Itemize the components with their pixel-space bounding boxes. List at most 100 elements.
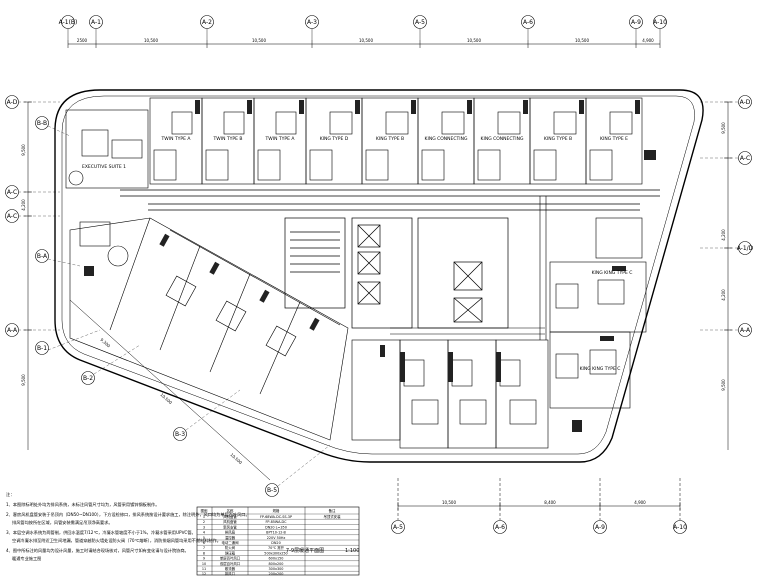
general-notes: 注： 1、本图除标明处外均为排风系统，未标注风管尺寸均为，风管采用镀锌钢板制作。… [6,491,250,562]
axis-label: A-A [7,327,18,334]
bottom-dim-label: 10,500 [442,500,456,505]
axis-label: A-C [7,189,17,196]
legend-cell: 300x300 [269,567,284,571]
room-label: KING TYPE E [600,136,628,142]
legend-cell: 1 [203,515,205,519]
note-line: 空调冷凝水排至附近卫生间地漏，管道穿越防火墙处设防火阀（70℃熔断），消防排烟风… [12,537,221,544]
axis-bubble: A-6 [493,520,507,534]
right-dim-label: 4,200 [721,289,726,301]
legend-cell: 防火阀 [225,545,236,550]
axis-label: A-10 [673,524,687,531]
legend-header: 图例 [201,508,208,513]
legend-cell: 11 [202,567,206,571]
fan-coil-units-diag [84,233,320,331]
axis-bubble: A-2 [200,15,214,40]
note-line: 暖通专业施工图 [12,555,41,562]
top-dim-label: 10,500 [359,38,373,43]
axis-bubble: A-9 [629,15,643,40]
axis-bubble: A-1/D [700,241,754,255]
top-dim-labels: 2500 10,500 10,500 10,500 10,500 10,500 … [77,38,654,43]
legend-header: 备注 [329,508,336,513]
axis-bubble: B-B [35,116,71,137]
bottom-dimension-chain [397,478,681,520]
legend-cell: 8 [203,551,205,555]
axis-bubble: A-D [5,95,60,109]
axis-label: A-9 [595,524,605,531]
legend-cell: 3 [203,525,205,529]
legend-cell: 500x300x250 [264,551,287,555]
legend-cell: FP-68WA-DC-SS-3P [260,515,292,519]
axis-label: A-6 [495,524,505,531]
axis-bubble: A-D [700,95,752,109]
axis-bubble: A-1 [89,15,103,40]
right-dim-label: 9,500 [721,122,726,134]
legend-cell: 静压箱 [225,550,236,555]
legend-cell: 2 [203,520,205,524]
axis-bubble: A-1(B) [59,15,77,40]
legend-cell: 风机盘管 [223,514,237,519]
fan-coil-units-bottom [380,345,582,432]
axis-label: A-A [740,327,751,334]
axis-label: A-2 [202,19,212,26]
diagonal-wing [69,217,349,441]
corridor-duct [120,189,660,211]
room-label: KING CONNECTING [425,136,468,142]
axis-label: A-C [7,213,17,220]
legend-cell: 排风扇 [225,530,236,535]
axis-bubble: A-C [5,209,60,223]
axis-bubble: B-3 [173,389,241,441]
fan-coil-units-top [195,100,640,114]
right-guestrooms [549,217,647,409]
axis-label: A-9 [631,19,641,26]
room-label: KING KING TYPE C [592,270,633,276]
axis-label: B-2 [83,375,93,382]
diag-dim-label: 10,500 [159,392,173,405]
legend-cell: 新风支管 [223,524,237,529]
axis-label: A-5 [415,19,425,26]
legend-cell: 9 [203,557,205,561]
left-dim-label: 9,500 [21,144,26,156]
legend-cell: 7 [203,546,205,550]
axis-label: B-3 [175,431,185,438]
legend-header: 名称 [227,508,234,513]
axis-bubble: B-A [35,249,81,267]
note-line: 1、本图除标明处外均为排风系统，未标注风管尺寸均为，风管采用镀锌钢板制作。 [6,501,159,508]
legend-cell: 吊顶式安装 [324,514,342,519]
room-label: KING TYPE D [320,136,349,142]
room-label: KING TYPE B [544,136,572,142]
legend-header: 规格 [273,508,280,513]
right-dimension-chain [724,101,732,450]
note-line: 排风管均按所在区域，风管安装需满足吊顶净高要求。 [12,519,113,526]
legend-cell: 单层百叶风口 [220,556,240,561]
legend-cell: 散流器 [225,566,236,571]
top-dim-label: 10,500 [144,38,158,43]
axis-label: A-1/D [737,245,754,252]
left-axis-bubbles: A-D A-C A-C A-A [5,95,60,337]
legend-cell: 800x200 [269,562,284,566]
axis-bubble: A-6 [521,15,535,40]
top-dim-label: 2500 [77,38,88,43]
axis-label: B-A [37,253,48,260]
legend-cell: 5 [203,536,205,540]
diag-dim-label: 9,300 [99,337,111,349]
top-dim-label: 10,500 [252,38,266,43]
axis-label: A-3 [307,19,317,26]
drawing-title-block: 7-9层暖通平面图 1:100 [286,547,360,554]
legend-cell: 12 [202,572,206,576]
axis-bubble: A-10 [673,520,687,534]
axis-bubble: A-10 [653,15,667,40]
legend-cell: 温控器 [225,535,236,540]
legend-cell: 双层百叶风口 [220,561,240,566]
legend-cell: 70℃ 常开 [268,545,285,550]
room-label: KING KING TYPE C [580,366,621,372]
legend-cell: BPT10-12-B [266,531,286,535]
building-outline [54,89,704,463]
fan-coil-units-right [600,150,656,341]
note-line: 2、客房风机盘管安装于吊顶内（DN50~DN100），下方设检修口，排风系统按设… [6,511,250,518]
legend-cell: FP-85WA-DC [265,520,287,524]
axis-bubble: B-2 [81,344,141,385]
legend-cell: DN20 [271,541,280,545]
